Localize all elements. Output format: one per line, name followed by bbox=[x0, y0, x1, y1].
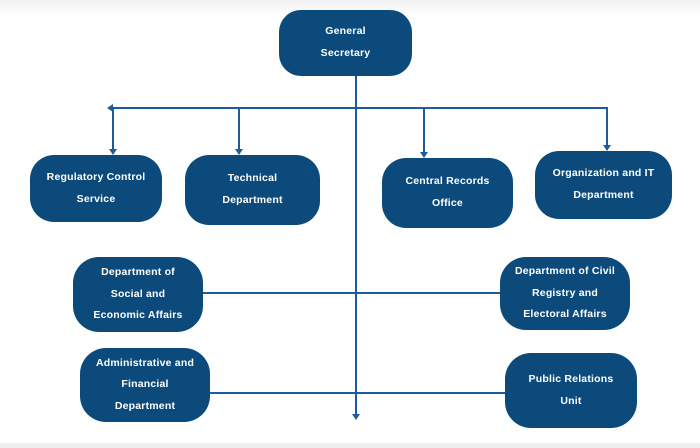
org-node-technical-department: Technical Department bbox=[185, 155, 320, 225]
org-node-public-relations-unit: Public Relations Unit bbox=[505, 353, 637, 428]
arrowhead-left-icon bbox=[107, 104, 113, 112]
node-label-line: Department bbox=[573, 189, 634, 201]
org-node-department-of-civil-registry-and-electoral-affairs: Department of Civil Registry and Elector… bbox=[500, 257, 630, 330]
org-node-organization-and-it-department: Organization and IT Department bbox=[535, 151, 672, 219]
org-node-regulatory-control-service: Regulatory Control Service bbox=[30, 155, 162, 222]
node-label-line: Department bbox=[222, 194, 283, 206]
node-label-line: Office bbox=[432, 197, 463, 209]
node-label-line: Department bbox=[114, 399, 176, 412]
arrowhead-down-organization-it-icon bbox=[603, 145, 611, 151]
node-label-line: Organization and IT bbox=[552, 167, 655, 180]
node-label-line: Financial bbox=[121, 378, 169, 391]
node-label-line: Service bbox=[76, 192, 116, 205]
node-label-line: Administrative and bbox=[95, 356, 195, 369]
arrowhead-down-technical-icon bbox=[235, 149, 243, 155]
node-label-line: Department of Civil bbox=[514, 265, 616, 278]
org-node-general-secretary: General Secretary bbox=[279, 10, 412, 76]
org-node-department-of-social-and-economic-affairs: Department of Social and Economic Affair… bbox=[73, 257, 203, 332]
node-label-line: Regulatory Control bbox=[46, 170, 146, 183]
connector-central-spine bbox=[355, 76, 357, 414]
arrowhead-down-spine-icon bbox=[352, 414, 360, 420]
connector-drop-organization-it bbox=[606, 107, 608, 146]
node-label-line: Unit bbox=[560, 394, 582, 407]
connector-drop-central-records bbox=[423, 107, 425, 153]
node-label-line: Secretary bbox=[320, 47, 371, 59]
node-label-line: Department of bbox=[101, 266, 175, 279]
node-label-line: Economic Affairs bbox=[93, 309, 183, 322]
node-label-line: Public Relations bbox=[528, 372, 614, 385]
top-gradient-strip bbox=[0, 0, 700, 16]
node-label-line: Social and bbox=[110, 287, 166, 300]
connector-level4-horizontal bbox=[210, 392, 505, 394]
connector-level3-horizontal bbox=[203, 292, 500, 294]
connector-drop-regulatory bbox=[112, 107, 114, 150]
arrowhead-down-regulatory-icon bbox=[109, 149, 117, 155]
connector-level2-horizontal bbox=[113, 107, 607, 109]
node-label-line: General bbox=[325, 25, 366, 38]
node-label-line: Electoral Affairs bbox=[523, 308, 607, 321]
arrowhead-down-central-records-icon bbox=[420, 152, 428, 158]
org-node-administrative-and-financial-department: Administrative and Financial Department bbox=[80, 348, 210, 422]
node-label-line: Technical bbox=[227, 172, 278, 185]
node-label-line: Central Records bbox=[405, 175, 490, 188]
connector-drop-technical bbox=[238, 107, 240, 150]
bottom-edge-strip bbox=[0, 443, 700, 448]
node-label-line: Registry and bbox=[532, 286, 598, 299]
org-node-central-records-office: Central Records Office bbox=[382, 158, 513, 228]
